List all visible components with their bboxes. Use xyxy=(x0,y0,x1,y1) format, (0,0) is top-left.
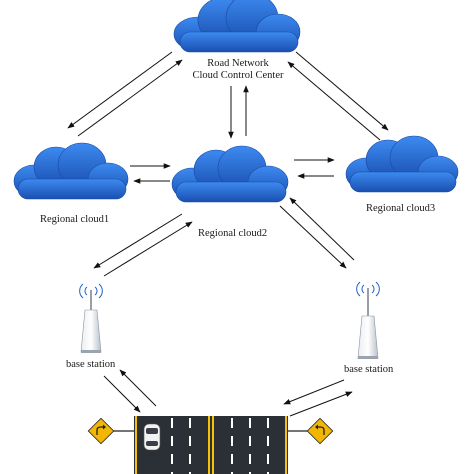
cloud-icon-regional-1 xyxy=(13,142,129,200)
center-label-line1: Road Network xyxy=(207,58,269,69)
antenna-signal-icon xyxy=(356,281,380,297)
arrow-cloud3-to-center xyxy=(287,61,381,141)
cloud-icon-regional-2 xyxy=(171,145,289,203)
connection-arrows xyxy=(67,51,389,417)
arrow-bs-right-to-road xyxy=(283,379,345,405)
cloud-icon-regional-3 xyxy=(345,135,459,193)
cloud-icon-center xyxy=(173,0,301,53)
turn-sign-icon-right xyxy=(288,417,334,445)
arrow-cloud1-to-center xyxy=(77,59,183,137)
antenna-signal-icon xyxy=(79,283,103,299)
center-cloud-label: Road Network Cloud Control Center xyxy=(178,58,298,82)
base-station-icon-left xyxy=(79,283,103,353)
arrow-cloud2-to-bs-right xyxy=(279,205,347,269)
base-station-icon-right xyxy=(356,281,380,359)
center-label-line2: Cloud Control Center xyxy=(192,70,284,81)
road-icon xyxy=(134,416,288,474)
turn-sign-icon-left xyxy=(87,417,134,445)
arrow-bs-left-to-cloud2 xyxy=(103,221,193,277)
regional-cloud3-label: Regional cloud3 xyxy=(366,203,436,214)
arrow-road-to-bs-right xyxy=(289,391,353,417)
base-station-left-label: base station xyxy=(66,359,116,370)
arrow-bs-left-to-road xyxy=(103,375,141,413)
base-station-right-label: base station xyxy=(344,364,394,375)
arrow-cloud2-to-bs-left xyxy=(93,213,183,269)
arrow-bs-right-to-cloud2 xyxy=(289,197,355,261)
arrow-road-to-bs-left xyxy=(119,369,157,407)
arrow-center-to-cloud3 xyxy=(295,51,389,131)
regional-cloud2-label: Regional cloud2 xyxy=(198,228,268,239)
regional-cloud1-label: Regional cloud1 xyxy=(40,214,110,225)
vehicle-icon xyxy=(143,423,161,451)
arrow-center-to-cloud1 xyxy=(67,51,173,129)
